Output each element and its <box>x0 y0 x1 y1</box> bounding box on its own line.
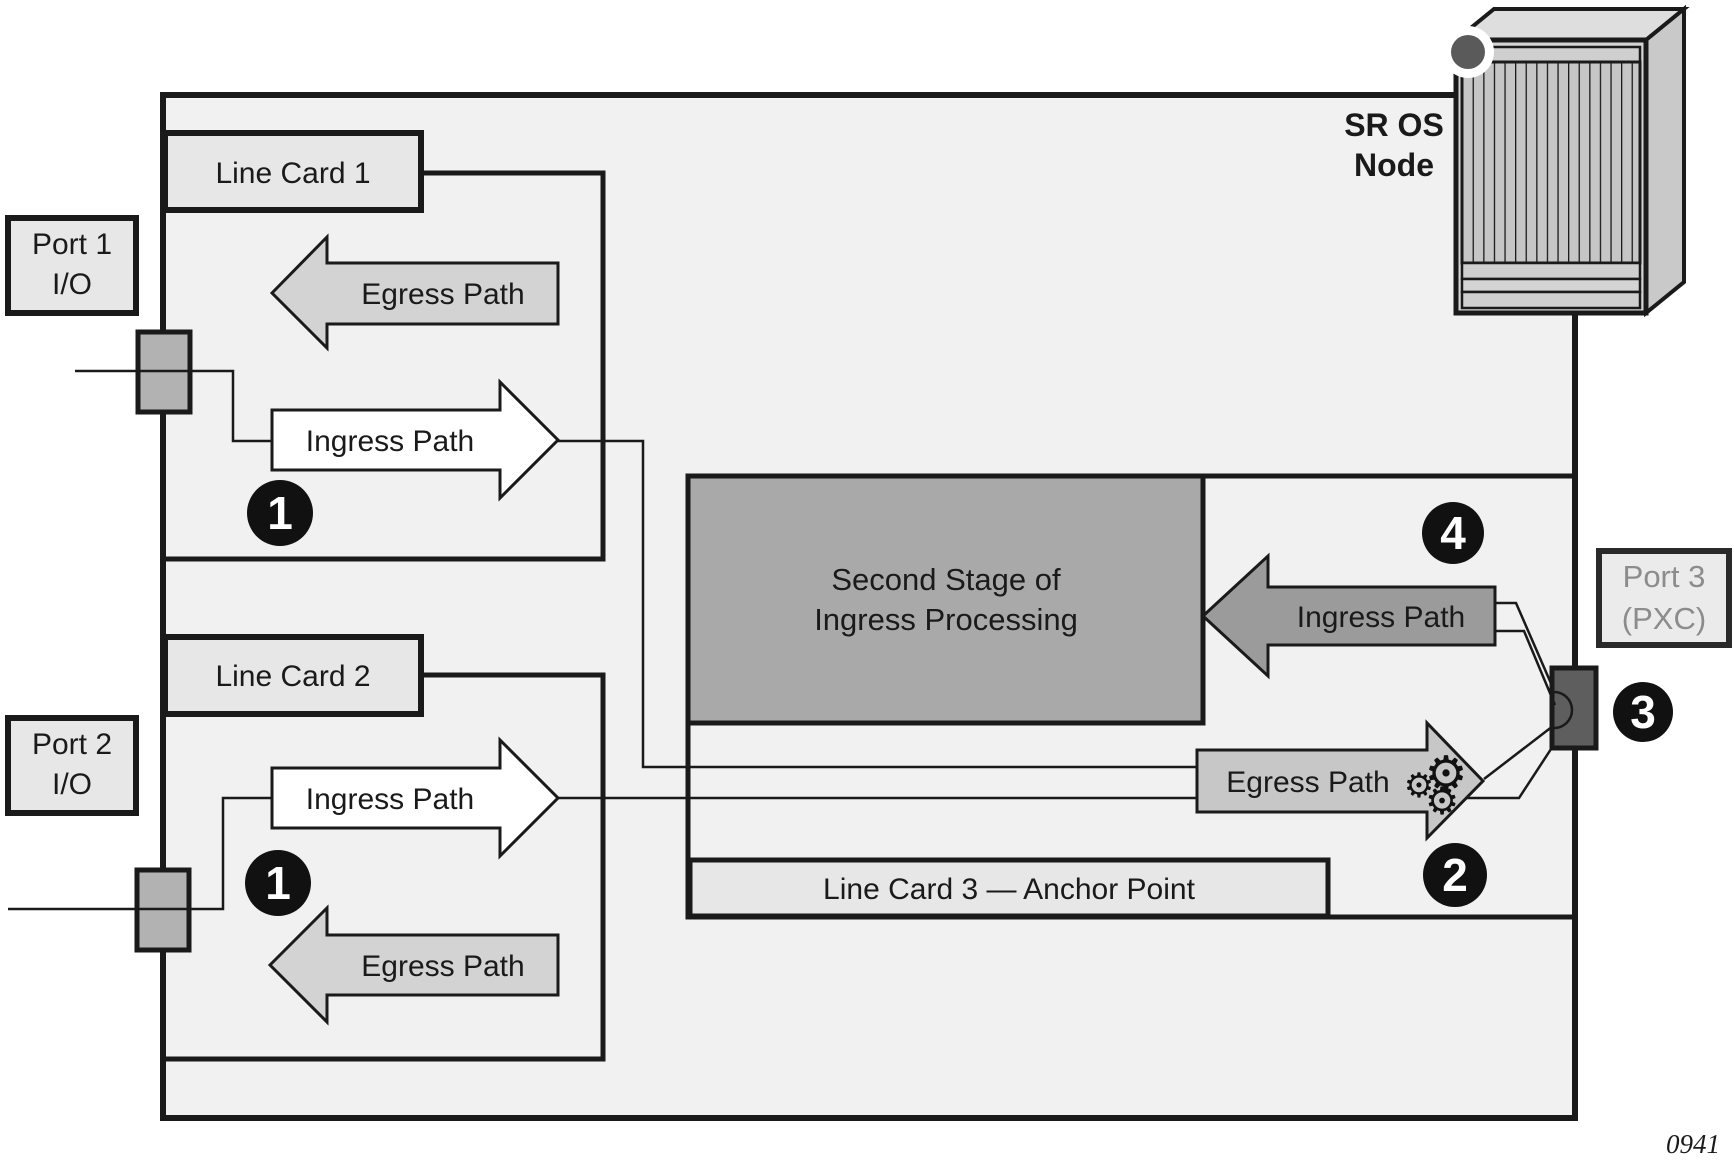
chassis-bottom-band-1 <box>1460 261 1642 281</box>
ingress-arrow-lc2-label: Ingress Path <box>306 783 474 816</box>
egress-arrow-lc2-label: Egress Path <box>361 950 524 983</box>
port-1-label-line2: I/O <box>52 268 92 301</box>
anchor-ingress-arrow-label: Ingress Path <box>1297 601 1465 634</box>
ingress-arrow-lc1-label: Ingress Path <box>306 425 474 458</box>
step-number: 3 <box>1630 686 1656 738</box>
chassis-slats <box>1460 60 1642 265</box>
step-3-badge: 3 <box>1613 682 1673 742</box>
ingress-arrow-lc2 <box>270 736 561 860</box>
gear-icon: ⚙ <box>1424 746 1467 802</box>
step-1-badge-lc2: 1 <box>245 850 311 916</box>
line-card-2-label: Line Card 2 <box>215 660 370 693</box>
egress-funnel-line-1 <box>1483 725 1554 780</box>
lc1-to-anchor-line <box>558 439 1197 769</box>
egress-funnel-line-2 <box>1466 745 1555 800</box>
port-3-label-line1: Port 3 <box>1623 559 1706 594</box>
step-2-badge: 2 <box>1423 843 1487 907</box>
ingress-funnel-line-2 <box>1495 629 1557 706</box>
chassis-bottom-band-2 <box>1460 277 1642 294</box>
line-card-1-label: Line Card 1 <box>215 157 370 190</box>
anchor-egress-arrow <box>1195 719 1486 842</box>
ingress-arrow-lc1 <box>270 378 561 502</box>
chassis-bottom-band-3 <box>1460 290 1642 310</box>
port-2-label-line1: Port 2 <box>32 728 112 761</box>
step-number: 2 <box>1442 849 1468 901</box>
ingress-funnel-line-1 <box>1495 601 1555 689</box>
second-stage-box <box>685 473 1206 726</box>
step-number: 1 <box>265 857 291 909</box>
router-chassis-icon <box>1442 4 1690 318</box>
node-title-line2: Node <box>1354 147 1434 183</box>
port2-ingress-line <box>8 796 272 911</box>
port-3-label-box <box>1596 548 1732 648</box>
chassis-side-face <box>1644 4 1686 318</box>
port-2-label-box <box>5 715 139 816</box>
step-1-badge-lc1: 1 <box>247 480 313 546</box>
anchor-ingress-arrow <box>1200 552 1497 680</box>
port-2-label-line2: I/O <box>52 768 92 801</box>
line-card-3-label: Line Card 3 — Anchor Point <box>823 873 1196 906</box>
gear-icon: ⚙ <box>1404 766 1434 806</box>
second-stage-label-line2: Ingress Processing <box>814 602 1078 637</box>
line-card-2-label-box <box>162 634 424 717</box>
port-3-connector <box>1549 665 1599 751</box>
port-1-label-line1: Port 1 <box>32 228 112 261</box>
step-number: 4 <box>1440 507 1466 559</box>
line-card-1-label-box <box>162 130 424 213</box>
second-stage-label-line1: Second Stage of <box>831 562 1061 597</box>
figure-number: 0941 <box>1666 1129 1720 1159</box>
step-4-badge: 4 <box>1422 502 1484 564</box>
port-3-loopback-arc <box>1553 690 1574 730</box>
port-3-label-line2: (PXC) <box>1622 601 1706 636</box>
port-1-label-box <box>5 215 139 316</box>
egress-arrow-lc1-label: Egress Path <box>361 278 524 311</box>
anchor-egress-arrow-label: Egress Path <box>1226 766 1389 799</box>
egress-arrow-lc2 <box>267 904 560 1026</box>
line-card-3-label-box <box>687 857 1331 919</box>
chassis-led-marker <box>1451 35 1485 69</box>
gear-icon: ⚙ <box>1425 779 1459 823</box>
egress-arrow-lc1 <box>269 233 560 352</box>
node-title-line1: SR OS <box>1344 107 1444 143</box>
step-number: 1 <box>267 487 293 539</box>
port1-ingress-line <box>75 369 272 443</box>
